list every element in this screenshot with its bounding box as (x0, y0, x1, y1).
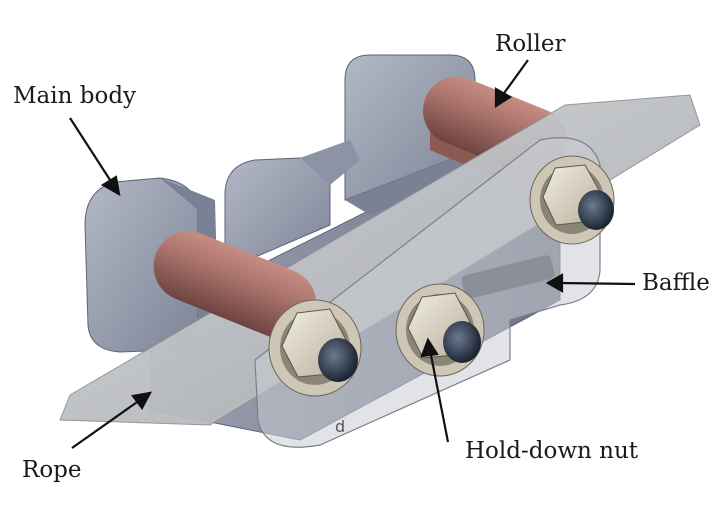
arrowhead-baffle (545, 273, 564, 293)
leader-arrows (69, 59, 636, 449)
main-body-middle-block (224, 140, 360, 271)
nut-front (268, 299, 362, 397)
arrow-main-body (69, 117, 113, 184)
label-roller: Roller (495, 31, 566, 57)
arrow-hold-down-nut (428, 349, 450, 443)
nut-rear (529, 155, 615, 245)
label-baffle: Baffle (642, 270, 710, 296)
arrowhead-hold-down-nut (420, 337, 439, 358)
nut-middle (395, 283, 485, 377)
baffle-marking: d (335, 417, 345, 436)
arrow-roller (501, 59, 529, 97)
roller-front (153, 231, 317, 339)
label-hold-down-nut: Hold-down nut (465, 438, 639, 464)
arrow-rope (71, 399, 141, 449)
label-rope: Rope (22, 457, 82, 483)
arrow-baffle (559, 281, 636, 286)
label-main-body: Main body (13, 83, 137, 109)
arrowhead-roller (494, 87, 513, 109)
baffle-slot (461, 255, 555, 299)
arrowhead-rope (131, 391, 153, 411)
arrowhead-main-body (100, 175, 121, 197)
